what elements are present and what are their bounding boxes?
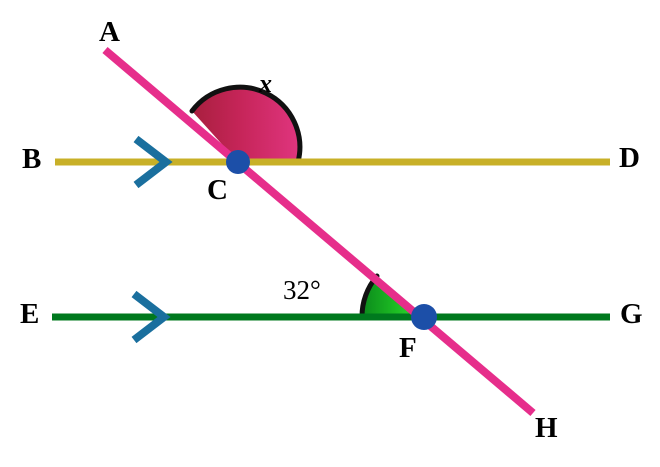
point-label-f: F [399, 332, 417, 364]
parallel-arrow-mark-bd-icon [133, 135, 173, 189]
transversal-ah [102, 46, 536, 417]
vertex-dot-c [226, 150, 250, 174]
angle-label-x: x [259, 69, 272, 98]
angle-label-32-degrees: 32° [283, 275, 321, 305]
vertex-dot-f [411, 304, 437, 330]
point-label-b: B [22, 143, 42, 175]
point-label-c: C [207, 174, 228, 206]
point-label-e: E [20, 298, 40, 330]
angle-x-fill [192, 87, 300, 162]
point-label-h: H [535, 412, 558, 444]
point-label-d: D [619, 142, 640, 174]
angle-x-sector [189, 84, 303, 165]
point-label-g: G [620, 298, 643, 330]
parallel-arrow-mark-eg-icon [131, 290, 171, 344]
angle-x-arc [189, 84, 303, 165]
point-label-a: A [99, 16, 120, 48]
